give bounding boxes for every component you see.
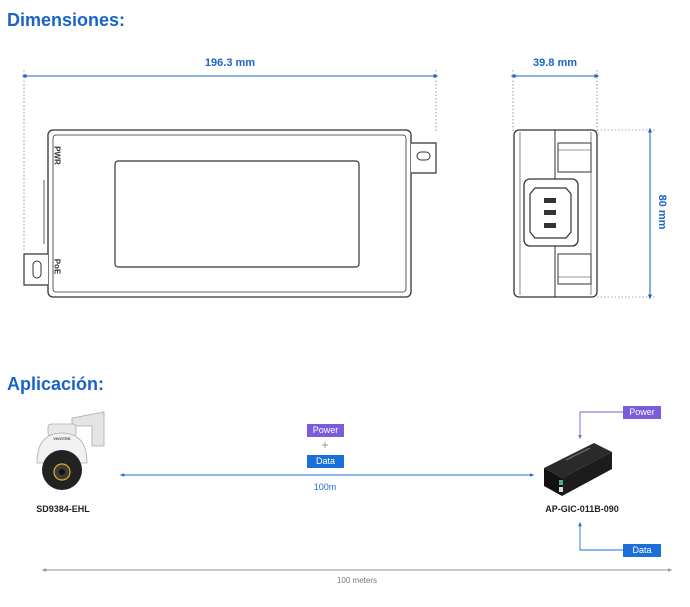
injector-power-badge: Power bbox=[623, 406, 661, 419]
application-heading: Aplicación: bbox=[7, 374, 105, 394]
camera-illustration bbox=[36, 411, 105, 490]
plus-sign: + bbox=[321, 438, 329, 452]
side-view-drawing bbox=[510, 70, 656, 300]
injector-illustration bbox=[544, 443, 612, 496]
dimensions-heading: Dimensiones: bbox=[7, 10, 126, 30]
length-dimension-label: 196.3 mm bbox=[204, 57, 256, 69]
power-badge: Power bbox=[307, 424, 344, 437]
pwr-port-label: PWR bbox=[52, 146, 62, 165]
depth-dimension-label: 39.8 mm bbox=[532, 57, 578, 69]
height-dimension-label: 80 mm bbox=[656, 194, 668, 230]
front-view-drawing bbox=[21, 70, 439, 298]
camera-model-label: SD9384-EHL bbox=[36, 504, 90, 514]
application-diagram bbox=[36, 411, 673, 572]
poe-port-label: PoE bbox=[52, 258, 62, 275]
camera-brand-logo: VIVOTEK bbox=[53, 436, 71, 441]
link-distance-label: 100m bbox=[313, 482, 337, 492]
injector-data-badge: Data bbox=[623, 544, 661, 557]
data-badge: Data bbox=[307, 455, 344, 468]
total-distance-label: 100 meters bbox=[336, 576, 378, 585]
injector-model-label: AP-GIC-011B-090 bbox=[545, 504, 619, 514]
